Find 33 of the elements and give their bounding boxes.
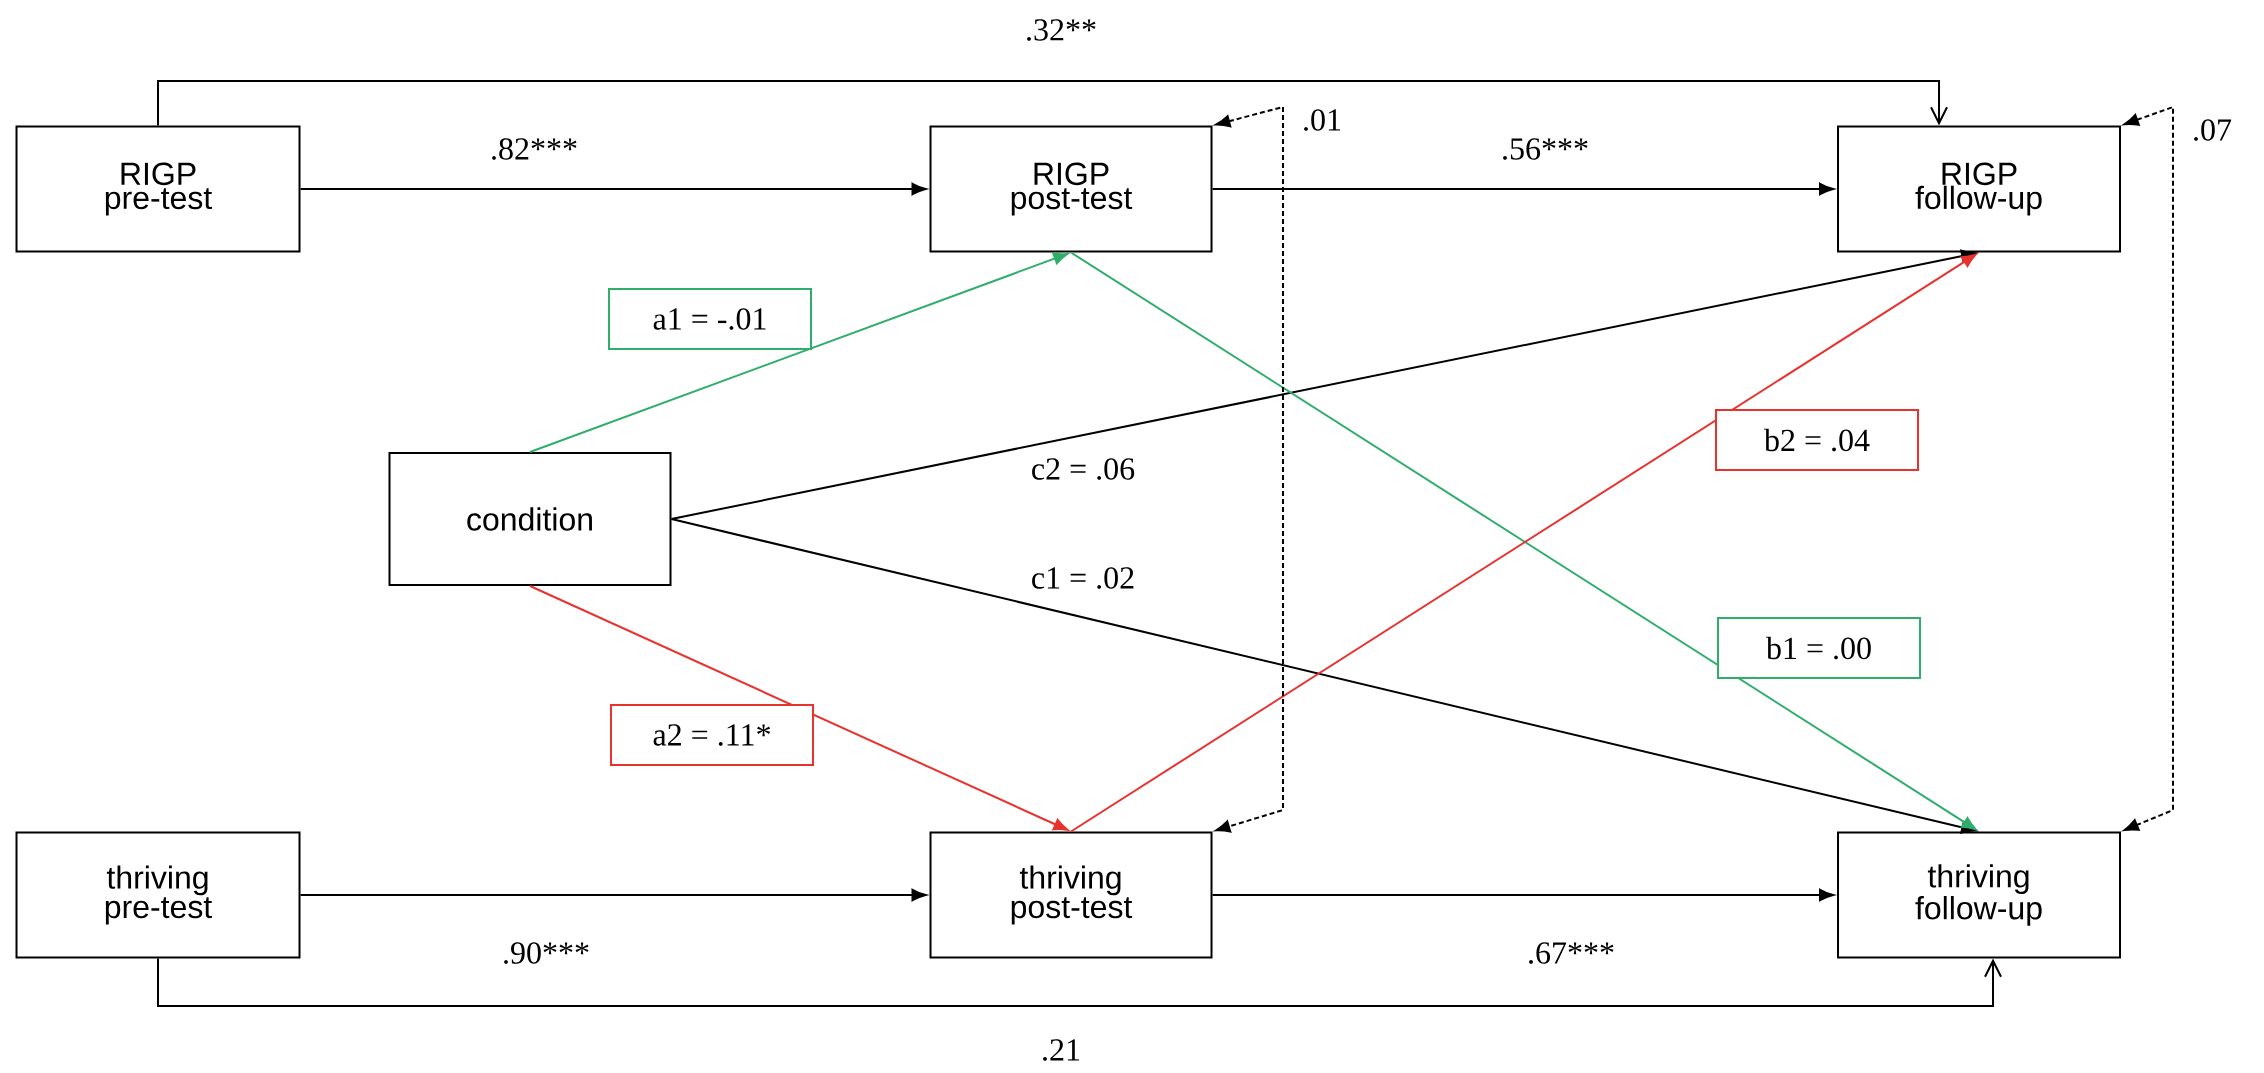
arrow [529,252,1069,453]
edge-label: .56*** [1493,130,1597,168]
edge-label: .01 [1294,101,1350,139]
edge-label: .67*** [1519,934,1623,972]
arrow [529,585,1069,831]
process-box: thriving pre-test [15,831,301,959]
edge-label: .32** [1017,11,1105,49]
edge-label: b2 = .04 [1715,409,1919,471]
process-box: condition [388,452,672,586]
arrow [1211,888,1835,902]
process-box: RIGP follow-up [1837,125,2121,253]
process-box: thriving follow-up [1837,831,2121,959]
arrow [1211,182,1835,196]
edge-label: a2 = .11* [610,704,814,766]
arrow [299,888,927,902]
arrow [2123,105,2174,831]
arrow [1215,105,1284,833]
arrow [670,518,1977,834]
process-box: RIGP post-test [929,125,1213,253]
edge-label: .21 [1033,1031,1089,1069]
arrow [157,957,2002,1007]
edge-label: c2 = .06 [1022,450,1144,488]
arrow [670,249,1977,520]
arrow [299,182,927,196]
edge-label: c1 = .02 [1022,559,1144,597]
edge-label: .82*** [482,130,586,168]
arrow [157,80,1948,127]
edge-label: a1 = -.01 [608,288,812,350]
edge-label: b1 = .00 [1717,617,1921,679]
process-box: thriving post-test [929,831,1213,959]
edge-label: .07 [2184,111,2240,149]
process-box: RIGP pre-test [15,125,301,253]
edge-label: .90*** [494,934,598,972]
